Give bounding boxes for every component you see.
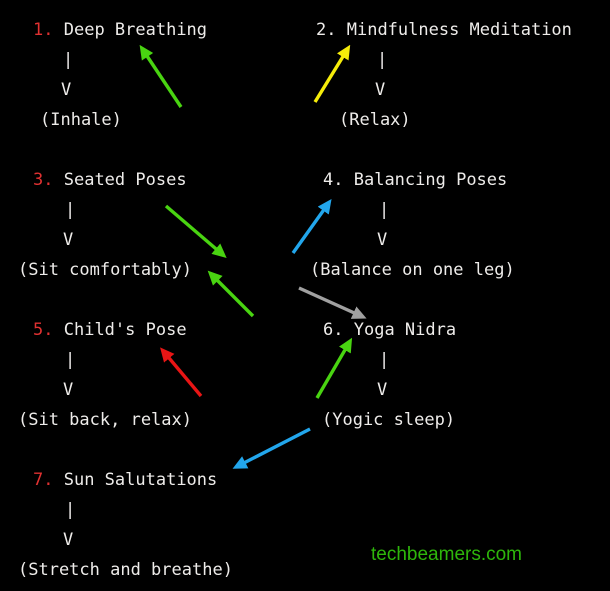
flow-arrowhead-v: V xyxy=(63,380,74,400)
arrow-to-sit-comfortably xyxy=(207,270,255,318)
step-number: 2. xyxy=(316,20,337,40)
step-number: 4. xyxy=(323,170,344,190)
flow-pipe: | xyxy=(379,350,390,370)
arrow-to-sun-salutations xyxy=(232,427,311,469)
flow-pipe: | xyxy=(65,350,76,370)
step-title-line: 4. Balancing Poses xyxy=(323,170,507,191)
step-title-line: 3. Seated Poses xyxy=(33,170,187,191)
step-title: Deep Breathing xyxy=(63,20,208,40)
step-title: Balancing Poses xyxy=(353,170,508,190)
step-number: 7. xyxy=(33,470,54,490)
flow-arrowhead-v: V xyxy=(377,380,388,400)
arrow-to-yoga-nidra xyxy=(298,286,367,319)
step-title-line: 7. Sun Salutations xyxy=(33,470,217,491)
arrow-to-yoga-nidra-from-sleep xyxy=(315,337,353,399)
flow-pipe: | xyxy=(63,50,74,70)
watermark-techbeamers: techbeamers.com xyxy=(371,544,523,565)
step-title-line: 5. Child's Pose xyxy=(33,320,187,341)
step-title: Child's Pose xyxy=(63,320,187,340)
step-caption: (Relax) xyxy=(339,110,411,130)
flow-arrowhead-v: V xyxy=(63,530,74,550)
flow-pipe: | xyxy=(377,50,388,70)
step-title: Mindfulness Meditation xyxy=(346,20,572,40)
step-title: Yoga Nidra xyxy=(353,320,457,340)
step-number: 5. xyxy=(33,320,54,340)
arrow-to-deep-breathing xyxy=(139,44,183,108)
arrow-to-mindfulness xyxy=(313,44,351,103)
flow-arrowhead-v: V xyxy=(63,230,74,250)
step-title: Sun Salutations xyxy=(63,470,218,490)
flow-arrowhead-v: V xyxy=(375,80,386,100)
step-title: Seated Poses xyxy=(63,170,187,190)
step-caption: (Sit back, relax) xyxy=(18,410,192,430)
step-caption: (Sit comfortably) xyxy=(18,260,192,280)
step-caption: (Balance on one leg) xyxy=(310,260,515,280)
flow-pipe: | xyxy=(379,200,390,220)
step-title-line: 1. Deep Breathing xyxy=(33,20,207,41)
step-title-line: 6. Yoga Nidra xyxy=(323,320,456,341)
step-number: 6. xyxy=(323,320,344,340)
arrow-from-seated-poses xyxy=(164,204,227,258)
flow-arrowhead-v: V xyxy=(377,230,388,250)
step-number: 1. xyxy=(33,20,54,40)
flow-pipe: | xyxy=(65,500,76,520)
step-caption: (Stretch and breathe) xyxy=(18,560,233,580)
arrow-to-childs-pose xyxy=(160,347,203,398)
flow-arrowhead-v: V xyxy=(61,80,72,100)
step-caption: (Yogic sleep) xyxy=(322,410,456,430)
flow-pipe: | xyxy=(65,200,76,220)
step-caption: (Inhale) xyxy=(40,110,122,130)
step-title-line: 2. Mindfulness Meditation xyxy=(316,20,572,41)
arrow-to-balancing-poses xyxy=(291,199,332,254)
step-number: 3. xyxy=(33,170,54,190)
